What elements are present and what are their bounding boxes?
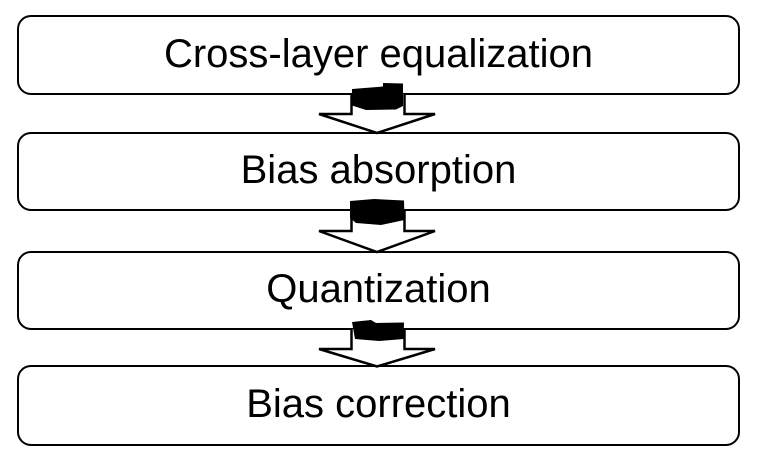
flow-step-label: Quantization bbox=[266, 267, 491, 311]
flow-step-label: Bias correction bbox=[246, 382, 511, 426]
flow-step-label: Cross-layer equalization bbox=[163, 31, 594, 76]
flow-step-bias-correction: Bias correction bbox=[17, 365, 740, 446]
flow-step-quantization: Quantization bbox=[17, 251, 740, 330]
flow-step-cross-layer-equalization: Cross-layer equalization bbox=[17, 15, 740, 95]
flow-step-label: Bias absorption bbox=[240, 148, 517, 192]
flow-step-bias-absorption: Bias absorption bbox=[17, 132, 740, 211]
